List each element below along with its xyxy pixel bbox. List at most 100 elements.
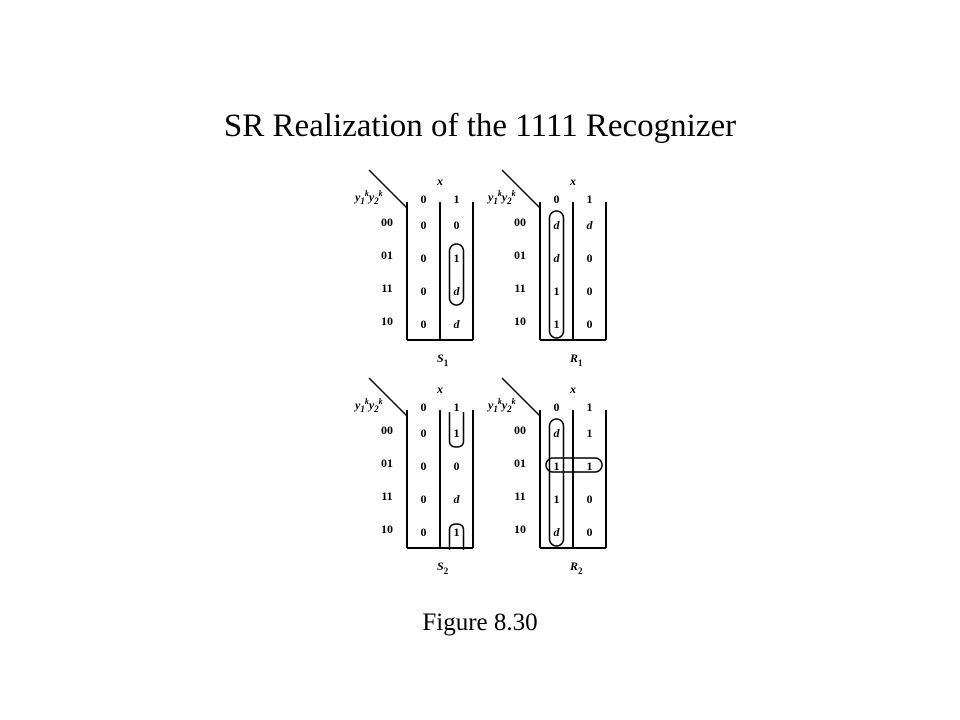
- row-vars-part: 1: [360, 196, 365, 206]
- kmap-name-sub: 1: [444, 358, 449, 368]
- row-vars-part: y: [486, 190, 494, 204]
- kmap-name-letter: S: [437, 351, 444, 365]
- kmap-col-label: 1: [454, 192, 460, 206]
- kmap-input-var: x: [436, 174, 443, 188]
- kmap-row-label: 00: [514, 423, 526, 437]
- kmap-loop: [548, 418, 565, 547]
- row-vars-part: 2: [373, 196, 379, 206]
- kmap-cell: 1: [587, 459, 593, 473]
- kmap-loop: [548, 210, 565, 339]
- kmap-name-sub: 2: [578, 566, 583, 576]
- kmap-diagonal: [368, 169, 408, 209]
- kmap-cell: d: [554, 426, 561, 440]
- kmap-row-label: 11: [514, 281, 525, 295]
- kmap-cell: 1: [554, 492, 560, 506]
- kmap-cell: d: [554, 218, 561, 232]
- kmap-cell: 0: [587, 525, 593, 539]
- kmap-row-label: 10: [514, 314, 526, 328]
- kmap-cell: 0: [421, 459, 427, 473]
- kmap-loop: [448, 523, 465, 550]
- kmap-name: R1: [569, 351, 583, 368]
- row-vars-part: 2: [506, 404, 512, 414]
- row-vars-part: y: [486, 398, 494, 412]
- row-vars-part: k: [379, 189, 383, 198]
- kmap-name: R2: [569, 559, 583, 576]
- row-vars-part: k: [498, 189, 502, 198]
- kmap-name: S1: [437, 351, 449, 368]
- kmap-col-label: 1: [587, 192, 593, 206]
- kmap-cell: 0: [587, 284, 593, 298]
- kmap-row-vars: y1ky2k: [353, 189, 383, 206]
- kmap-loop: [448, 412, 465, 448]
- kmap-cell: 1: [554, 317, 560, 331]
- kmap-col-label: 0: [421, 192, 427, 206]
- kmap-cell: 0: [421, 525, 427, 539]
- kmap-loop: [448, 243, 465, 306]
- kmap-loop: [545, 457, 603, 473]
- row-vars-part: k: [498, 397, 502, 406]
- kmap-cell: 0: [421, 218, 427, 232]
- kmap-row-label: 10: [381, 314, 393, 328]
- kmap-col-label: 0: [554, 400, 560, 414]
- kmap-row-label: 01: [514, 456, 526, 470]
- row-vars-part: 1: [360, 404, 365, 414]
- kmap-row-label: 11: [381, 489, 392, 503]
- kmap-input-var: x: [436, 382, 443, 396]
- kmap-row-label: 10: [514, 522, 526, 536]
- row-vars-part: 1: [493, 196, 498, 206]
- kmap-row-label: 00: [381, 423, 393, 437]
- kmap-diagonal: [501, 377, 541, 417]
- kmap-col-label: 0: [421, 400, 427, 414]
- kmap-row-vars: y1ky2k: [486, 189, 516, 206]
- kmap-cell: 1: [454, 426, 460, 440]
- figure-caption: Figure 8.30: [422, 609, 538, 636]
- kmap-cell: 0: [421, 492, 427, 506]
- kmap-cell: 1: [554, 459, 560, 473]
- kmap-cell: 0: [454, 459, 460, 473]
- kmap-col-label: 1: [587, 400, 593, 414]
- kmap-cell: 0: [587, 317, 593, 331]
- kmap-row-label: 10: [381, 522, 393, 536]
- row-vars-part: 2: [506, 196, 512, 206]
- row-vars-part: k: [512, 397, 516, 406]
- kmap-cell: 0: [587, 492, 593, 506]
- row-vars-part: y: [367, 190, 375, 204]
- kmap-cell: d: [587, 218, 594, 232]
- kmap-name-sub: 2: [444, 566, 449, 576]
- row-vars-part: k: [379, 397, 383, 406]
- kmap-cell: 0: [421, 251, 427, 265]
- kmap-row-label: 01: [514, 248, 526, 262]
- row-vars-part: y: [367, 398, 375, 412]
- kmap-name: S2: [437, 559, 449, 576]
- kmap-cell: d: [554, 251, 561, 265]
- kmap-row-label: 00: [381, 215, 393, 229]
- row-vars-part: y: [353, 398, 361, 412]
- kmap-cell: 0: [421, 426, 427, 440]
- kmap-cell: d: [454, 317, 461, 331]
- kmap-row-label: 11: [514, 489, 525, 503]
- row-vars-part: k: [365, 189, 369, 198]
- kmap-name-letter: S: [437, 559, 444, 573]
- kmap-cell: 1: [454, 525, 460, 539]
- kmap-col-label: 1: [454, 400, 460, 414]
- kmap-row-label: 00: [514, 215, 526, 229]
- kmap-name-letter: R: [569, 559, 578, 573]
- kmap-diagonal: [501, 169, 541, 209]
- kmap-row-label: 01: [381, 456, 393, 470]
- kmap-row-label: 11: [381, 281, 392, 295]
- kmap-cell: 0: [454, 218, 460, 232]
- row-vars-part: k: [512, 189, 516, 198]
- kmap-cell: 1: [454, 251, 460, 265]
- kmap-name-letter: R: [569, 351, 578, 365]
- kmap-cell: 1: [587, 426, 593, 440]
- row-vars-part: 2: [373, 404, 379, 414]
- row-vars-part: y: [500, 190, 508, 204]
- row-vars-part: k: [365, 397, 369, 406]
- kmap-input-var: x: [569, 382, 576, 396]
- kmap-cell: 0: [421, 284, 427, 298]
